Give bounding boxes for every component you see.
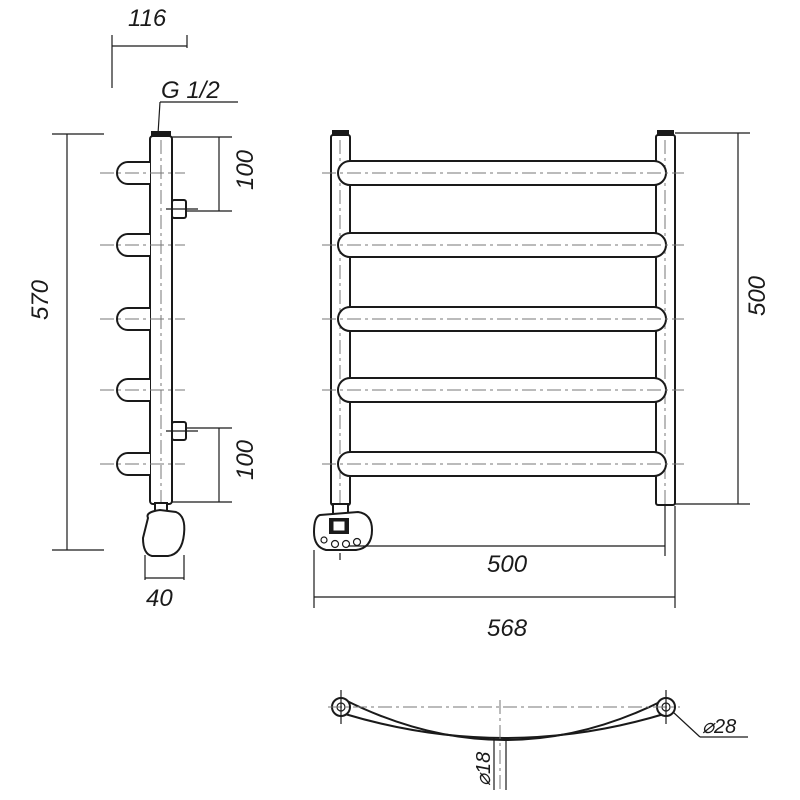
front-view: 500 500 568	[312, 130, 771, 642]
wall-connections	[166, 199, 198, 441]
top-view: ⌀28 ⌀18	[328, 690, 748, 790]
heater-control-unit	[312, 503, 374, 551]
side-view: 116 G 1/2 570	[27, 5, 259, 612]
dim-center-distance: 500	[487, 551, 528, 578]
dim-post-diameter: ⌀28	[702, 716, 736, 738]
dim-overall-width: 568	[487, 615, 528, 642]
dim-side-offset: 116	[128, 5, 167, 32]
side-rail-stubs	[100, 161, 185, 476]
dim-top-spacing: 100	[232, 149, 259, 190]
side-heater-element	[141, 502, 186, 557]
front-rails	[322, 160, 684, 477]
dim-rail-diameter: ⌀18	[473, 752, 495, 786]
dim-front-height: 500	[744, 275, 771, 316]
dim-bottom-spacing: 100	[232, 439, 259, 480]
dim-thread: G 1/2	[161, 77, 220, 104]
dim-side-height: 570	[27, 279, 54, 320]
dim-heater-depth: 40	[146, 585, 173, 612]
